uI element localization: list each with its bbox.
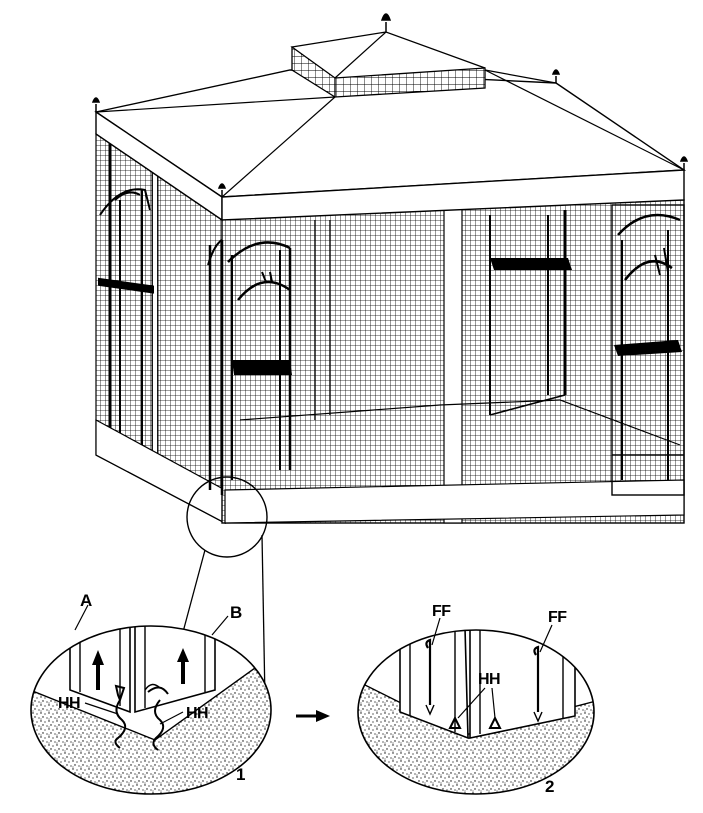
stake-right bbox=[533, 645, 540, 712]
up-arrow-icon bbox=[92, 650, 104, 690]
roof bbox=[91, 13, 689, 222]
front-right-shelf bbox=[489, 210, 572, 416]
gazebo bbox=[91, 13, 689, 524]
callout-hh-center: HH bbox=[478, 671, 500, 688]
right-trellis bbox=[611, 204, 685, 496]
front-wall bbox=[207, 199, 685, 524]
callout-hh-left: HH bbox=[58, 695, 80, 712]
next-step-arrow-icon bbox=[296, 710, 330, 722]
front-left-trellis bbox=[207, 239, 292, 495]
detail-2-ellipse: FF FF HH 2 bbox=[357, 603, 595, 796]
detail-magnifier bbox=[182, 476, 268, 701]
hook-ground-left bbox=[448, 715, 462, 729]
hook-left bbox=[114, 684, 127, 749]
callout-b: B bbox=[230, 603, 242, 622]
step-number-1: 1 bbox=[236, 765, 245, 784]
up-arrow-icon bbox=[177, 648, 189, 684]
step-number-2: 2 bbox=[545, 777, 554, 796]
callout-a: A bbox=[80, 591, 92, 610]
stake-left bbox=[425, 638, 432, 705]
finials bbox=[91, 13, 689, 197]
hook-ground-right bbox=[488, 715, 502, 729]
callout-ff-left: FF bbox=[432, 603, 451, 620]
callout-ff-right: FF bbox=[548, 609, 567, 626]
callout-hh-right: HH bbox=[186, 705, 208, 722]
detail-1-ellipse: A B HH HH 1 bbox=[30, 591, 272, 795]
